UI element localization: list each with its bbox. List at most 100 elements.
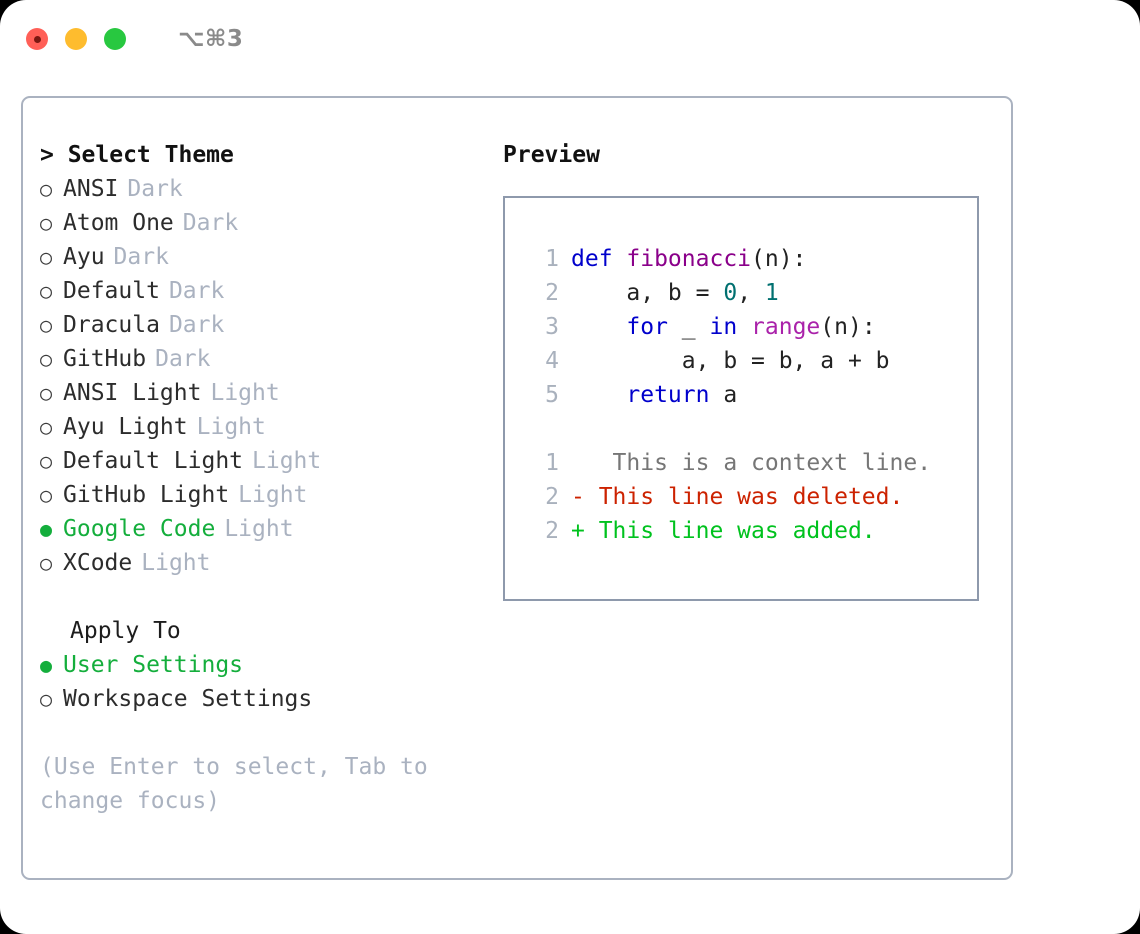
diff-marker: - [571,484,585,510]
code-token: return [626,382,710,408]
theme-name-label: Dracula [63,312,160,338]
maximize-window-button[interactable] [104,28,126,50]
code-line: 3 for _ in range(n): [523,310,977,344]
theme-name-label: Ayu Light [63,414,188,440]
diff-preview-block: 1 This is a context line. 2- This line wa… [523,446,977,548]
code-token: (n): [751,246,807,272]
diff-line-number: 2 [545,484,559,510]
diff-text: This line was deleted. [584,484,904,510]
minimize-window-button[interactable] [65,28,87,50]
theme-list-item[interactable]: ○ XCode Light [40,546,490,580]
close-window-button[interactable] [26,28,48,50]
theme-name-label: XCode [63,550,133,576]
apply-to-heading: Apply To [70,618,181,644]
radio-unselected-icon[interactable]: ○ [40,449,53,473]
radio-unselected-icon[interactable]: ○ [40,381,53,405]
theme-name-label: Default Light [63,448,244,474]
code-token [571,382,626,408]
radio-unselected-icon[interactable]: ○ [40,483,53,507]
window-shortcut-label: ⌥⌘3 [178,26,244,52]
theme-variant-label: Light [210,380,280,406]
diff-line-number: 2 [545,518,559,544]
diff-text: This is a context line. [584,450,932,476]
radio-unselected-icon[interactable]: ○ [40,245,53,269]
theme-list-item[interactable]: ● Google Code Light [40,512,490,546]
code-token: 0 [723,280,738,306]
theme-list-item[interactable]: ○ Atom One Dark [40,206,490,240]
code-token: for [626,314,668,340]
theme-variant-label: Dark [155,346,211,372]
preview-heading: Preview [503,142,600,168]
code-token: def [571,246,627,272]
code-token: range [751,314,821,340]
traffic-light-group [26,28,126,50]
theme-variant-label: Dark [127,176,183,202]
list-spacer [40,580,490,614]
code-line-number: 3 [545,314,559,340]
radio-selected-icon[interactable]: ● [40,653,53,677]
apply-to-list[interactable]: ●User Settings ○ Workspace Settings [40,648,490,716]
code-token: _ [667,314,710,340]
theme-name-label: ANSI Light [63,380,202,406]
theme-variant-label: Light [224,516,294,542]
code-line-number: 2 [545,280,559,306]
theme-list-item[interactable]: ○ ANSI Light Light [40,376,490,410]
code-line-content: def fibonacci(n): [571,242,806,276]
radio-unselected-icon[interactable]: ○ [40,347,53,371]
diff-line-content: This is a context line. [571,446,932,480]
code-line-content: a, b = 0, 1 [571,276,779,310]
diff-line-number: 1 [545,450,559,476]
theme-name-label: GitHub [63,346,147,372]
apply-to-item[interactable]: ○ Workspace Settings [40,682,490,716]
code-line: 5 return a [523,378,977,412]
diff-marker [571,450,585,476]
apply-to-item[interactable]: ●User Settings [40,648,490,682]
theme-name-label: Default [63,278,160,304]
code-diff-separator [523,412,977,446]
radio-unselected-icon[interactable]: ○ [40,687,53,711]
theme-name-label: Google Code [63,516,216,542]
theme-name-label: Atom One [63,210,174,236]
code-line: 2 a, b = 0, 1 [523,276,977,310]
theme-name-label: ANSI [63,176,119,202]
code-line-content: for _ in range(n): [571,310,875,344]
title-bar: ⌥⌘3 [0,0,1140,78]
theme-variant-label: Dark [113,244,169,270]
radio-unselected-icon[interactable]: ○ [40,313,53,337]
theme-list-item[interactable]: ○ ANSI Dark [40,172,490,206]
theme-list-item[interactable]: ○ GitHub Dark [40,342,490,376]
radio-selected-icon[interactable]: ● [40,517,53,541]
apply-to-label: Workspace Settings [63,686,313,712]
code-token: fibonacci [626,246,752,272]
diff-line: 2+ This line was added. [523,514,977,548]
code-token: a, b = [571,280,724,306]
code-line-content: a, b = b, a + b [571,344,890,378]
radio-unselected-icon[interactable]: ○ [40,211,53,235]
radio-unselected-icon[interactable]: ○ [40,415,53,439]
diff-marker: + [571,518,585,544]
theme-variant-label: Dark [182,210,239,236]
code-token: a [709,382,738,408]
theme-variant-label: Light [141,550,211,576]
diff-line: 1 This is a context line. [523,446,977,480]
radio-unselected-icon[interactable]: ○ [40,279,53,303]
code-token: 1 [764,280,779,306]
radio-unselected-icon[interactable]: ○ [40,551,53,575]
code-line-number: 1 [545,246,559,272]
code-line-number: 4 [545,348,559,374]
radio-unselected-icon[interactable]: ○ [40,177,53,201]
code-token: in [709,314,738,340]
code-token [737,314,751,340]
